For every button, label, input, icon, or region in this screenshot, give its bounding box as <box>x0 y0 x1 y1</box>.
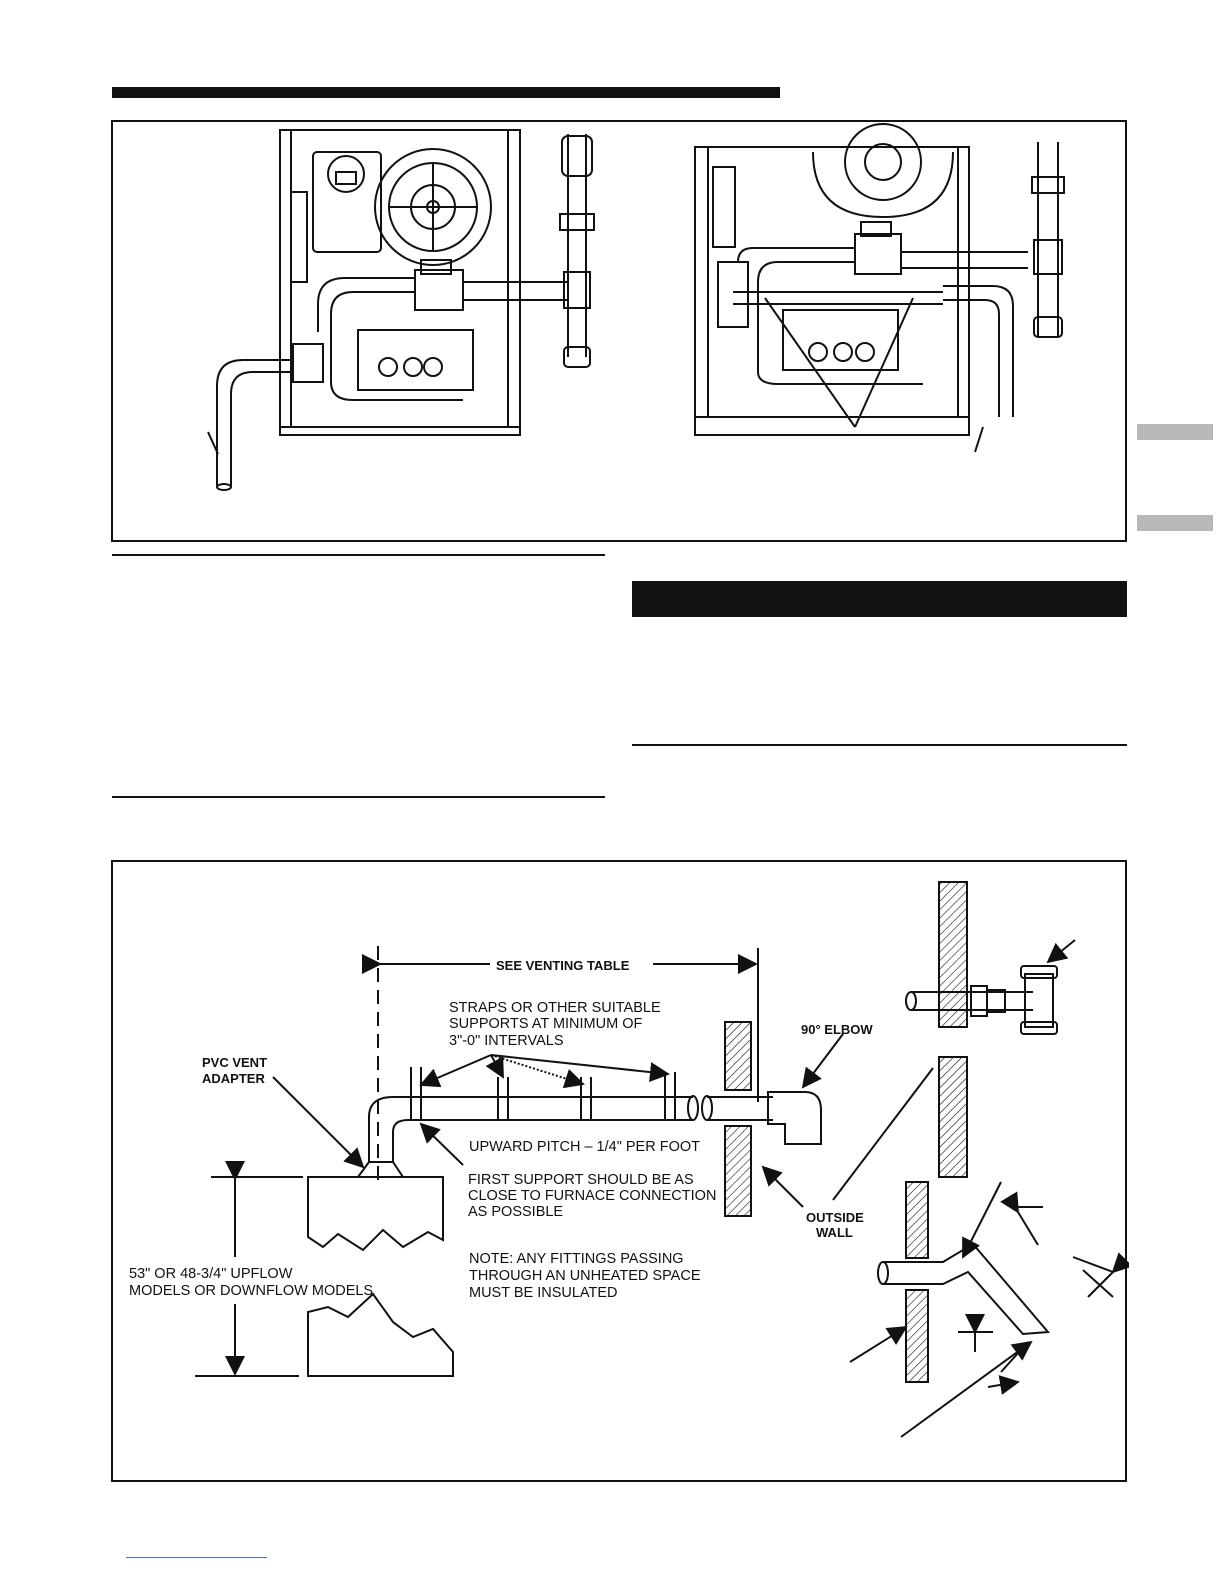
pvc-vent-adapter-line1: PVC VENT <box>202 1055 267 1070</box>
furnace-bottom-block <box>307 1292 454 1377</box>
first-support-line1: FIRST SUPPORT SHOULD BE AS <box>468 1172 694 1188</box>
elbow-90-shape <box>767 1091 822 1145</box>
detail2-wall-upper <box>905 1181 929 1259</box>
furnace-piping-illustration <box>207 123 1065 491</box>
side-tab-2 <box>1137 515 1213 531</box>
furnace-top-block <box>307 1176 444 1252</box>
first-support-line3: AS POSSIBLE <box>468 1204 563 1220</box>
straps-note-line1: STRAPS OR OTHER SUITABLE <box>449 1000 661 1016</box>
pvc-vent-adapter-line2: ADAPTER <box>202 1071 265 1086</box>
detail2-wall-lower <box>905 1289 929 1383</box>
left-furnace-drawing <box>207 129 595 491</box>
first-support-line2: CLOSE TO FURNACE CONNECTION <box>468 1188 716 1204</box>
right-furnace-drawing <box>694 123 1065 453</box>
elbow-90-label: 90° ELBOW <box>801 1022 873 1037</box>
outside-wall-line1: OUTSIDE <box>806 1210 864 1225</box>
detail-wall-upper <box>938 881 968 1028</box>
insulation-note-line3: MUST BE INSULATED <box>469 1285 618 1301</box>
insulation-note-line1: NOTE: ANY FITTINGS PASSING <box>469 1251 684 1267</box>
side-tab-1 <box>1137 424 1213 440</box>
right-column-rule <box>632 744 1127 746</box>
straps-note-line3: 3"-0" INTERVALS <box>449 1033 564 1049</box>
upward-pitch-label: UPWARD PITCH – 1/4" PER FOOT <box>469 1139 700 1155</box>
footer-link-underline[interactable] <box>126 1557 267 1558</box>
straps-note-line2: SUPPORTS AT MINIMUM OF <box>449 1016 642 1032</box>
detail-wall-lower <box>938 1056 968 1178</box>
vent-piping-figure: SEE VENTING TABLE STRAPS OR OTHER SUITAB… <box>111 860 1133 1482</box>
height-note-line2: MODELS OR DOWNFLOW MODELS <box>129 1283 373 1299</box>
furnace-piping-figure <box>111 120 1127 542</box>
header-rule-bar <box>112 87 780 98</box>
left-column-top-rule <box>112 554 605 556</box>
outside-wall-line2: WALL <box>816 1225 853 1240</box>
insulation-note-line2: THROUGH AN UNHEATED SPACE <box>469 1268 701 1284</box>
see-venting-table-label: SEE VENTING TABLE <box>496 958 630 973</box>
left-column-bottom-rule <box>112 796 605 798</box>
section-header-bar <box>632 581 1127 617</box>
pvc-adapter-shape <box>357 1161 404 1178</box>
height-note-line1: 53" OR 48-3/4" UPFLOW <box>129 1266 293 1282</box>
vent-pipe-upper-edge <box>368 1096 693 1162</box>
vent-piping-diagram: SEE VENTING TABLE STRAPS OR OTHER SUITAB… <box>129 881 1133 1438</box>
vent-pipe-lower-edge <box>392 1119 693 1162</box>
